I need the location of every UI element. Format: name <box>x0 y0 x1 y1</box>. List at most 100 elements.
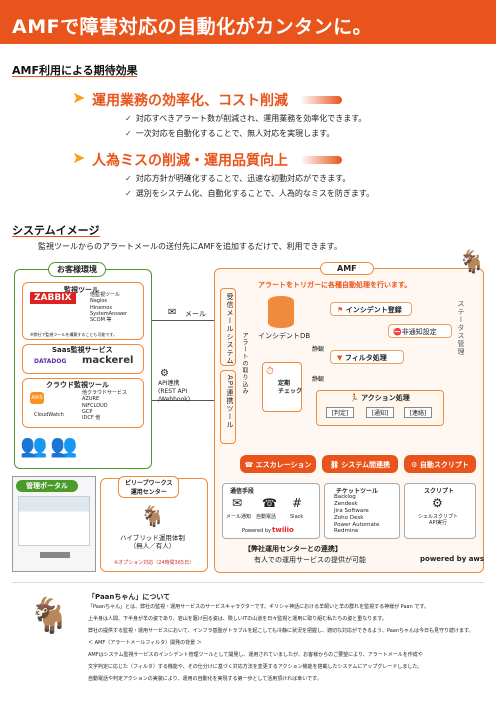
saas-label: Saas監視サービス <box>52 346 113 354</box>
no-notify-setting: ⛔非通知設定 <box>388 324 452 338</box>
script-text: シェルスクリプト API実行 <box>418 514 459 527</box>
paan-text: ＜ AMF（アラートメールフィルタ）開発の背景 ＞ <box>88 640 202 646</box>
notify-mail: メール通知 <box>226 514 252 520</box>
other-cloud-services: 他クラウドサービス AZURE NIFCLOUD GCP IDCF 他 <box>82 390 128 421</box>
portal-label: 管理ポータル <box>16 480 78 492</box>
slack-icon: # <box>292 496 303 510</box>
amf-title: AMF <box>320 262 374 275</box>
flag-icon: ⚑ <box>337 306 346 314</box>
powered-by-label: Powered by <box>242 528 271 534</box>
gear-icon: ⚙ <box>411 461 420 469</box>
gear-icon: ⚙ <box>160 368 169 379</box>
swoosh-icon <box>300 96 342 104</box>
monitor-stand <box>40 552 70 558</box>
notify-slack: Slack <box>290 514 304 520</box>
pillar-1-bullet: ✓一次対応を自動化することで、無人対応を実現します。 <box>125 129 335 138</box>
center-link-line-2: 有人での運用サービスの提供が可能 <box>254 556 366 564</box>
filter-process: ▼ フィルタ処理 <box>330 350 404 364</box>
paan-operators-icon: 🐐 <box>140 504 165 528</box>
filter-icon: ▼ <box>337 354 345 362</box>
trigger-text: アラートをトリガーに各種自動処理を行います。 <box>258 281 412 289</box>
script-box <box>404 483 476 539</box>
phone-icon: ☎ <box>244 461 256 469</box>
auto-script-button: ⚙ 自動スクリプト <box>404 455 476 473</box>
incident-register: ⚑ インシデント登録 <box>330 302 412 316</box>
periodic-check <box>262 362 302 412</box>
monitor-tools-box <box>22 282 144 340</box>
incident-db-label: インシデントDB <box>258 332 311 340</box>
mail-arrow <box>152 320 214 321</box>
twilio-logo: twilio <box>272 526 294 534</box>
periodic-label: 定期 チェック <box>278 380 303 395</box>
system-heading: システムイメージ <box>12 224 100 237</box>
cloud-box <box>22 378 144 428</box>
pillar-2-bullet: ✓選別をシステム化、自動化することで、人為的なミスを防ぎます。 <box>125 189 375 198</box>
static-label-2: 静観 <box>312 376 325 383</box>
monitor-note: ※弊社で監視ツールを構築することも可能です。 <box>30 332 117 337</box>
runner-icon: 🏃 <box>350 394 362 402</box>
mackerel-logo: mackerel <box>82 355 134 366</box>
tag-contact: [連絡] <box>404 407 432 418</box>
ticket-tools-list: Backlog Zendesk Jira Software Zoho Desk … <box>334 494 380 535</box>
static-label-1: 静観 <box>312 346 325 353</box>
saas-box <box>22 344 144 374</box>
clock-icon: ⏱ <box>266 366 274 377</box>
escalation-button: ☎ エスカレーション <box>240 455 316 473</box>
link-icon: ⛓ <box>329 461 342 469</box>
ticket-tool-box <box>324 483 400 539</box>
tag-judge: [判定] <box>326 407 354 418</box>
system-link-button: ⛓ システム間連携 <box>322 455 398 473</box>
paan-section <box>12 582 484 694</box>
paan-text: 弊社の提供する監視・運用サービスにおいて、インフラ基盤がトラブルを起こしても冷静… <box>88 628 474 634</box>
mail-icon: ✉ <box>232 496 243 510</box>
ticket-title: チケットツール <box>336 488 379 495</box>
system-underline <box>12 236 100 237</box>
api-arrow <box>152 400 214 401</box>
paan-text: 上半身は人間、下半身が羊の姿であり、岩山を駆け回る姿は、険しいITの山道を日々監… <box>88 616 387 622</box>
powered-by-aws: powered by aws <box>420 555 485 563</box>
chevron-right-icon: ➤ <box>72 148 86 167</box>
notify-box <box>222 483 320 539</box>
pillar-1-bullet: ✓対応すべきアラート数が削減され、運用業務を効率化できます。 <box>125 114 367 123</box>
option-note: ※オプション対応（24時間365日） <box>114 560 195 566</box>
effects-heading: AMF利用による期待効果 <box>12 64 138 77</box>
paan-text: 「Paanちゃん」とは、弊社の監視・運用サービスのサービスキャラクターです。ギリ… <box>88 604 429 610</box>
datadog-logo: DATADOG <box>34 358 67 365</box>
mail-icon: ✉ <box>168 307 177 318</box>
fetch-label: アラートの取り込み <box>241 332 248 395</box>
gears-icon: ⚙ <box>432 496 443 510</box>
database-icon <box>268 296 294 328</box>
tag-notify: [通知] <box>366 407 394 418</box>
title-banner: AMFで障害対応の自動化がカンタンに。 <box>0 0 496 44</box>
cloudwatch-label: CloudWatch <box>34 412 64 418</box>
mail-label: メール <box>185 310 206 318</box>
cloud-label: クラウド監視ツール <box>46 381 109 389</box>
paan-mascot-icon: 🐐 <box>458 250 486 275</box>
api-label: API連携 (REST API /Webhook) <box>158 380 191 403</box>
action-label: 🏃 アクション処理 <box>350 394 410 402</box>
mail-system-box: 受信メールシステム <box>220 288 236 366</box>
effects-underline <box>12 76 137 77</box>
notify-phone: 自動電話 <box>256 514 277 520</box>
paan-text: AMFはシステム監視サービスのインシデント管理ツールとして開発し、運用されていま… <box>88 652 423 658</box>
block-icon: ⛔ <box>393 328 402 336</box>
paan-text: 自動電話や判定アクションの実装により、運用の自動化を実現する第一歩として活用頂け… <box>88 676 322 682</box>
status-management: ステータス管理 <box>457 300 465 356</box>
pillar-1-title: 運用業務の効率化、コスト削減 <box>92 93 288 109</box>
users-icon: 👥 <box>20 434 48 459</box>
pillar-2-bullet: ✓対応方針が明確化することで、迅速な初動対応ができます。 <box>125 174 351 183</box>
system-subtitle: 監視ツールからのアラートメールの送付先にAMFを追加するだけで、利用できます。 <box>38 242 342 251</box>
api-tool-box: API連携ツール <box>220 370 236 444</box>
swoosh-icon <box>300 156 342 164</box>
customer-title: お客様環境 <box>48 262 106 277</box>
monitor-label: 監視ツール <box>64 286 99 294</box>
paan-title: 「Paanちゃん」について <box>88 593 171 601</box>
paan-character-icon: 🐐 <box>28 596 71 636</box>
zabbix-logo: ZABBIX <box>30 292 76 304</box>
paan-text: 文字判定に応じた（フィルタ）する機能や、その仕分けに基づく対応方法を変更するアク… <box>88 664 423 670</box>
phone-icon: ☎ <box>262 496 277 510</box>
hybrid-label: ハイブリッド運用体制 （無人／有人） <box>120 534 185 551</box>
aws-icon: AWS <box>30 392 44 404</box>
notify-title: 通信手段 <box>230 488 255 495</box>
portal-dashboard-image <box>18 496 90 546</box>
